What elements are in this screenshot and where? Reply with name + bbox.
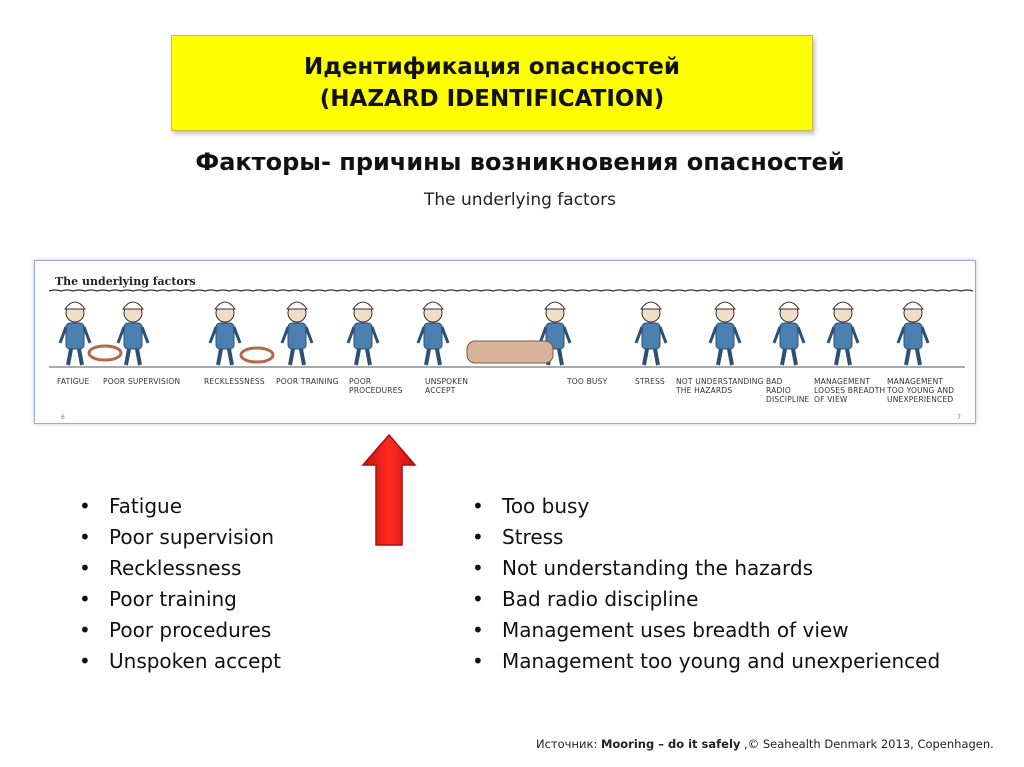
figure-caption: STRESS	[635, 377, 665, 386]
figure-caption-line: ACCEPT	[425, 386, 456, 395]
list-item: Bad radio discipline	[466, 584, 940, 615]
factor-list-left: FatiguePoor supervisionRecklessnessPoor …	[73, 491, 281, 677]
rope-coil	[239, 346, 275, 364]
wavy-border	[48, 289, 974, 292]
figure-caption-line: RECKLESSNESS	[204, 377, 265, 386]
figure-caption-line: FATIGUE	[57, 377, 90, 386]
list-item: Not understanding the hazards	[466, 553, 940, 584]
figure-caption-line: POOR TRAINING	[276, 377, 339, 386]
title-en: (HAZARD IDENTIFICATION)	[319, 86, 665, 112]
figure-caption-line: MANAGEMENT	[814, 377, 871, 386]
illustration-title: The underlying factors	[55, 275, 196, 288]
source-prefix: Источник:	[536, 737, 601, 751]
page-number-right: 7	[957, 414, 961, 421]
page-number-left: 6	[61, 414, 65, 421]
figure-caption-line: OF VIEW	[814, 395, 848, 404]
source-suffix: ,© Seahealth Denmark 2013, Copenhagen.	[740, 737, 994, 751]
figure-caption-line: BAD	[766, 377, 783, 386]
cartoon-figure	[826, 301, 860, 366]
source-title: Mooring – do it safely	[600, 737, 741, 751]
cartoon-figure	[116, 301, 150, 366]
list-item: Stress	[466, 522, 940, 553]
list-item: Poor training	[73, 584, 281, 615]
list-item: Too busy	[466, 491, 940, 522]
figure-caption-line: LOOSES BREADTH	[814, 386, 886, 395]
cartoon-figure	[634, 301, 668, 366]
cartoon-figure	[58, 301, 92, 366]
cartoon-figure	[346, 301, 380, 366]
figure-caption-line: STRESS	[635, 377, 666, 386]
cartoon-figure	[280, 301, 314, 366]
subtitle-en: The underlying factors	[424, 190, 616, 210]
subtitle-ru: Факторы- причины возникновения опасносте…	[195, 148, 845, 176]
figure-caption-line: POOR SUPERVISION	[103, 377, 181, 386]
figure-caption-line: NOT UNDERSTANDING	[676, 377, 764, 386]
list-item: Poor procedures	[73, 615, 281, 646]
figure-caption-line: MANAGEMENT	[887, 377, 944, 386]
cartoon-figure	[416, 301, 450, 366]
figure-caption-line: DISCIPLINE	[766, 395, 810, 404]
figure-caption: FATIGUE	[57, 377, 89, 386]
figure-caption-line: TOO YOUNG AND	[887, 386, 955, 395]
underlying-factors-illustration: The underlying factors FATIGUE POOR SUPER…	[34, 260, 976, 424]
figure-caption: TOO BUSY	[567, 377, 607, 386]
list-item: Poor supervision	[73, 522, 281, 553]
cartoon-figure	[208, 301, 242, 366]
title-ru: Идентификация опасностей	[304, 54, 680, 80]
figure-caption-line: RADIO	[766, 386, 791, 395]
cartoon-figure	[772, 301, 806, 366]
source-citation: Источник: Mooring – do it safely ,© Seah…	[536, 737, 994, 751]
figure-caption-line: TOO BUSY	[567, 377, 608, 386]
cartoon-figure	[708, 301, 742, 366]
title-box: Идентификация опасностей (HAZARD IDENTIF…	[171, 35, 813, 131]
list-item: Recklessness	[73, 553, 281, 584]
list-item: Management too young and unexperienced	[466, 646, 940, 677]
figure-caption-line: PROCEDURES	[349, 386, 403, 395]
list-item: Fatigue	[73, 491, 281, 522]
figure-caption: POOR TRAINING	[276, 377, 339, 386]
figure-caption-line: UNEXPERIENCED	[887, 395, 954, 404]
rope-pile	[466, 340, 554, 364]
factor-list-right: Too busyStressNot understanding the haza…	[466, 491, 940, 677]
list-item: Management uses breadth of view	[466, 615, 940, 646]
list-item: Unspoken accept	[73, 646, 281, 677]
cartoon-figures	[48, 289, 974, 368]
cartoon-figure	[896, 301, 930, 366]
figure-caption-line: THE HAZARDS	[676, 386, 733, 395]
figure-caption-line: UNSPOKEN	[425, 377, 469, 386]
figure-caption-line: POOR	[349, 377, 372, 386]
figure-caption: POOR SUPERVISION	[103, 377, 180, 386]
rope-coil	[87, 344, 123, 362]
figure-caption: RECKLESSNESS	[204, 377, 265, 386]
up-arrow-icon	[361, 433, 417, 546]
